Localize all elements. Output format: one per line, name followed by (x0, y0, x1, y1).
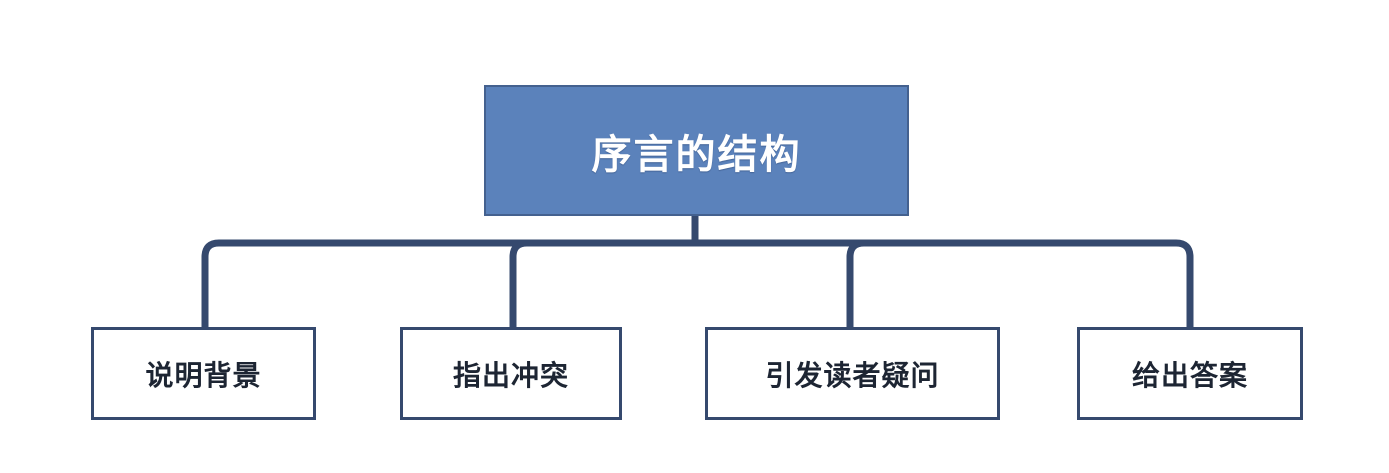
leaf-node-1[interactable]: 说明背景 (91, 327, 316, 420)
connector-horizontal-bus (201, 239, 1194, 327)
leaf-node-4[interactable]: 给出答案 (1077, 327, 1303, 420)
leaf-node-2[interactable]: 指出冲突 (400, 327, 622, 420)
connector-drop-2 (509, 239, 528, 327)
root-node[interactable]: 序言的结构 (484, 85, 909, 216)
connector-drop-3 (846, 239, 865, 327)
leaf-node-3[interactable]: 引发读者疑问 (705, 327, 1000, 420)
